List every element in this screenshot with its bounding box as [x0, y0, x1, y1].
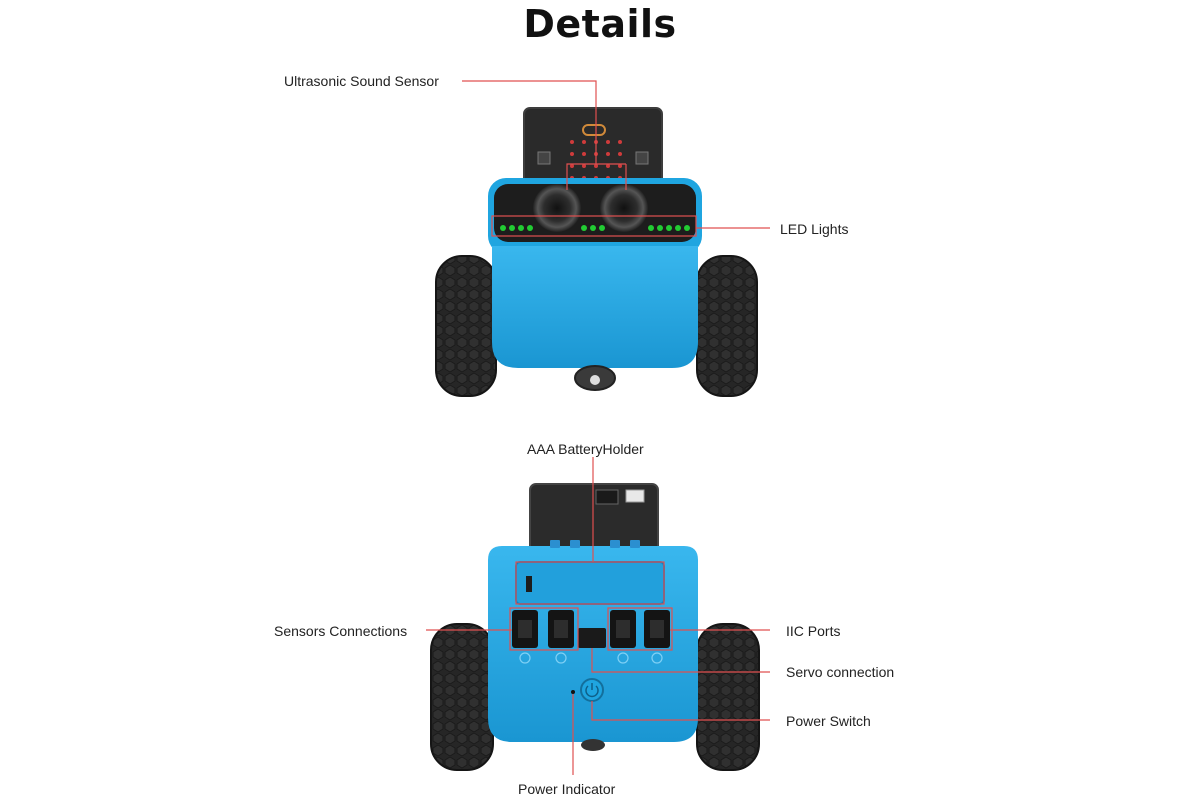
microbit-board	[523, 107, 663, 191]
power-indicator-led	[571, 690, 575, 694]
ultrasonic-right-lens	[600, 184, 648, 232]
left-wheel	[435, 255, 497, 397]
leader-lines	[426, 80, 770, 775]
label-aaa-battery-holder: AAA BatteryHolder	[527, 441, 644, 457]
rear-right-wheel	[696, 623, 760, 771]
label-power-indicator: Power Indicator	[518, 781, 616, 797]
robot-rear-view	[430, 483, 760, 771]
visor	[494, 184, 696, 242]
sensor-port-2	[548, 610, 574, 648]
label-power-switch: Power Switch	[786, 713, 871, 729]
label-ultrasonic-sound-sensor: Ultrasonic Sound Sensor	[284, 73, 439, 89]
page-title: Details	[523, 2, 677, 46]
label-servo-connection: Servo connection	[786, 664, 895, 680]
label-sensors-connections: Sensors Connections	[274, 623, 408, 639]
servo-connector	[578, 628, 606, 648]
robot-front-view	[435, 107, 758, 397]
right-wheel	[696, 255, 758, 397]
sensor-port-1	[512, 610, 538, 648]
label-iic-ports: IIC Ports	[786, 623, 841, 639]
rear-caster	[581, 739, 605, 751]
label-led-lights: LED Lights	[780, 221, 849, 237]
led-strip	[500, 225, 690, 231]
iic-port-1	[610, 610, 636, 648]
battery-holder	[515, 561, 665, 605]
iic-port-2	[644, 610, 670, 648]
front-body	[492, 246, 698, 368]
rear-left-wheel	[430, 623, 494, 771]
ultrasonic-left-lens	[533, 184, 581, 232]
